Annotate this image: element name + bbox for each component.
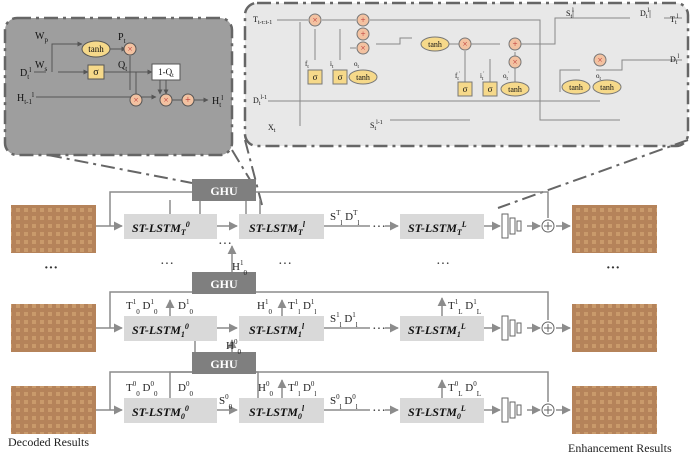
svg-text:tanh: tanh	[600, 83, 614, 92]
svg-text:T1l D1l: T1l D1l	[288, 298, 316, 316]
enhanced-frames	[572, 205, 657, 434]
svg-text:ST-LSTM1l: ST-LSTM1l	[249, 322, 305, 339]
svg-text:H10: H10	[257, 298, 272, 316]
svg-text:ST-LSTM10: ST-LSTM10	[132, 322, 189, 339]
svg-text:T1L D1L: T1L D1L	[448, 298, 481, 316]
svg-text:···: ···	[436, 257, 450, 272]
svg-text:tanh: tanh	[428, 40, 442, 49]
lstm-node-0L: ST-LSTM0L	[400, 398, 484, 423]
lstm-node-TL: ST-LSTMTL	[400, 214, 484, 239]
caption-enhanced: Enhancement Results	[568, 441, 672, 455]
lstm-node-1l: ST-LSTM1l	[239, 316, 324, 341]
svg-text:×: ×	[512, 57, 517, 67]
svg-text:S0l D0l: S0l D0l	[330, 393, 358, 411]
svg-text:ST-LSTMTl: ST-LSTMTl	[249, 220, 306, 237]
svg-text:ST-LSTM00: ST-LSTM00	[132, 404, 189, 421]
svg-text:+: +	[360, 29, 365, 39]
svg-text:+: +	[185, 95, 191, 106]
svg-text:σ: σ	[463, 84, 468, 94]
svg-text:+: +	[360, 15, 365, 25]
svg-text:···: ···	[44, 261, 58, 276]
svg-text:tanh: tanh	[356, 73, 370, 82]
st-lstm-inset: Tt-τ:t-1 Dtl-1 Xt Stl-1 × + × + × + × × …	[245, 3, 688, 146]
lstm-node-1L: ST-LSTM1L	[400, 316, 484, 341]
lstm-node-T0: ST-LSTMT0	[124, 214, 217, 239]
ghu-node-top: GHU	[192, 179, 256, 201]
svg-text:STl DTl: STl DTl	[330, 209, 359, 227]
svg-text:σ: σ	[313, 72, 318, 82]
lstm-node-00: ST-LSTM00	[124, 398, 217, 423]
svg-text:×: ×	[597, 55, 602, 65]
svg-text:tanh: tanh	[569, 83, 583, 92]
svg-text:×: ×	[133, 95, 138, 105]
lstm-node-10: ST-LSTM10	[124, 316, 217, 341]
svg-text:···: ···	[372, 404, 386, 419]
ghu-node-bottom: GHU	[192, 352, 256, 374]
svg-text:GHU: GHU	[210, 357, 238, 371]
svg-text:···: ···	[160, 257, 174, 272]
svg-text:T0L D0L: T0L D0L	[448, 380, 481, 398]
svg-text:···: ···	[278, 257, 292, 272]
svg-text:σ: σ	[338, 72, 343, 82]
svg-text:GHU: GHU	[210, 277, 238, 291]
edge-labels: STl DTl H10 T10 D10 D10 H10 T1l D1l S1l …	[126, 209, 481, 411]
svg-text:···: ···	[372, 322, 386, 337]
svg-text:T0l D0l: T0l D0l	[288, 380, 316, 398]
svg-text:···: ···	[606, 261, 620, 276]
svg-text:D10: D10	[178, 298, 193, 316]
svg-text:S00: S00	[219, 393, 233, 411]
svg-text:tanh: tanh	[508, 85, 522, 94]
ghu-inset: Wp Ws Dtl Ht-1l tanh σ 1-Qt × × × + Pt Q…	[5, 18, 232, 155]
svg-text:T10 D10: T10 D10	[126, 298, 158, 316]
svg-text:×: ×	[127, 44, 132, 54]
svg-text:GHU: GHU	[210, 184, 238, 198]
svg-text:+: +	[512, 39, 517, 49]
svg-text:···: ···	[372, 220, 386, 235]
svg-text:×: ×	[360, 43, 365, 53]
lstm-node-0l: ST-LSTM0l	[239, 398, 324, 423]
caption-decoded: Decoded Results	[8, 435, 89, 449]
svg-text:σ: σ	[488, 84, 493, 94]
conv-blocks	[502, 214, 521, 422]
svg-text:×: ×	[462, 39, 467, 49]
lstm-node-Tl: ST-LSTMTl	[239, 214, 324, 239]
svg-text:σ: σ	[93, 67, 99, 78]
svg-text:tanh: tanh	[88, 44, 104, 54]
svg-text:H00: H00	[258, 380, 273, 398]
svg-text:D00: D00	[178, 380, 193, 398]
svg-text:×: ×	[163, 95, 168, 105]
svg-text:×: ×	[312, 15, 317, 25]
svg-text:···: ···	[218, 237, 232, 252]
decoded-frames	[11, 205, 96, 434]
svg-text:T00 D00: T00 D00	[126, 380, 158, 398]
svg-text:ST-LSTM0l: ST-LSTM0l	[249, 404, 305, 421]
svg-text:S1l D1l: S1l D1l	[330, 311, 358, 329]
